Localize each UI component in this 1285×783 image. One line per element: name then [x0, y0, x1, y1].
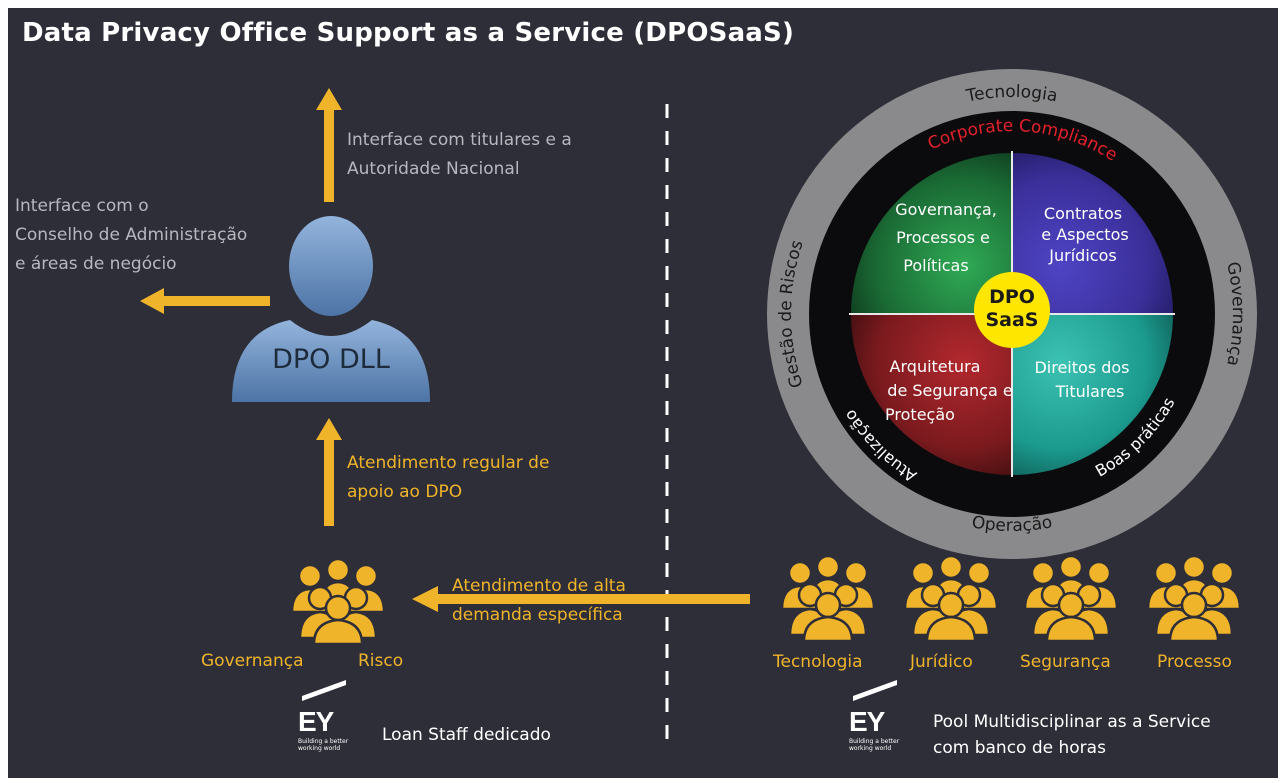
- ey-tagline-line-2: working world: [298, 745, 341, 752]
- loan-staff-caption: Loan Staff dedicado: [382, 725, 551, 745]
- team-label-governanca: Governança: [201, 651, 304, 671]
- quadrant-text: Governança, Processos e Políticas Contra…: [885, 200, 1129, 424]
- q-governanca-line-2: Processos e: [896, 228, 990, 247]
- ey-logo-tagline: Building a better working world: [298, 738, 368, 752]
- people-group-icon: [901, 553, 1001, 641]
- people-group-icon: [1021, 553, 1121, 641]
- q-governanca-line-1: Governança,: [895, 200, 997, 219]
- ring-label-operacao: Operação: [970, 512, 1053, 536]
- q-contratos-line-2: e Aspectos: [1041, 225, 1128, 244]
- team-label-tecnologia: Tecnologia: [773, 652, 863, 672]
- interface-conselho-text: Interface com o Conselho de Administraçã…: [15, 192, 247, 279]
- interface-conselho-line-1: Interface com o: [15, 196, 149, 216]
- diagram-canvas: Data Privacy Office Support as a Service…: [8, 8, 1278, 778]
- ey-logo-bar: [302, 679, 346, 701]
- dpo-dll-person: DPO DLL: [230, 216, 432, 402]
- arrow-left-icon: [412, 586, 750, 612]
- interface-titulares-text: Interface com titulares e a Autoridade N…: [347, 126, 572, 184]
- team-label-processo: Processo: [1157, 652, 1232, 672]
- center-label-saas: SaaS: [985, 309, 1038, 331]
- people-group-icon: [778, 553, 878, 641]
- dashed-divider: [665, 104, 669, 740]
- dposaas-wheel: Tecnologia Operação Gestão de Riscos Gov…: [767, 69, 1257, 559]
- ey-logo-bar: [853, 679, 897, 701]
- atendimento-regular-text: Atendimento regular de apoio ao DPO: [347, 449, 549, 507]
- arrow-up-icon: [316, 418, 342, 526]
- q-direitos-line-1: Direitos dos: [1034, 358, 1129, 377]
- alta-demanda-line-1: Atendimento de alta: [452, 576, 626, 596]
- pool-caption-line-2: com banco de horas: [933, 738, 1106, 758]
- ey-tagline-line-2: working world: [849, 745, 892, 752]
- quadrants: [849, 151, 1175, 477]
- person-icon: [232, 216, 430, 402]
- q-arquitetura-line-3: Proteção: [885, 405, 955, 424]
- people-group-icon: [1144, 553, 1244, 641]
- atendimento-regular-line-1: Atendimento regular de: [347, 453, 550, 473]
- ey-logo-mark: EY: [849, 706, 885, 737]
- pool-caption-line-1: Pool Multidisciplinar as a Service: [933, 712, 1211, 732]
- ey-logo: EY Building a better working world: [849, 679, 929, 762]
- dpo-dll-label: DPO DLL: [272, 344, 390, 375]
- center-label-dpo: DPO: [989, 286, 1035, 308]
- quadrant-direitos: [1012, 314, 1173, 475]
- ey-tagline-line-1: Building a better: [849, 738, 900, 745]
- arrow-left-icon: [140, 288, 270, 314]
- team-label-seguranca: Segurança: [1020, 652, 1111, 672]
- center-circle: [974, 272, 1050, 348]
- interface-titulares-line-1: Interface com titulares e a: [347, 130, 572, 150]
- arrow-up-icon: [316, 88, 342, 202]
- interface-titulares-line-2: Autoridade Nacional: [347, 159, 520, 179]
- q-arquitetura-line-2: de Segurança e: [887, 381, 1012, 400]
- ey-logo-tagline: Building a better working world: [849, 738, 919, 752]
- quadrant-contratos: [1012, 153, 1173, 314]
- q-arquitetura-line-1: Arquitetura: [890, 357, 981, 376]
- team-label-risco: Risco: [358, 651, 404, 671]
- q-contratos-line-3: Jurídicos: [1048, 246, 1116, 265]
- q-governanca-line-3: Políticas: [903, 256, 968, 275]
- people-group-icon: [288, 556, 388, 644]
- team-label-juridico: Jurídico: [910, 652, 973, 672]
- quadrant-arquitetura: [851, 314, 1012, 475]
- quadrant-governanca: [851, 153, 1012, 314]
- alta-demanda-line-2: demanda específica: [452, 605, 623, 625]
- alta-demanda-text: Atendimento de alta demanda específica: [452, 572, 626, 630]
- ey-logo-mark: EY: [298, 706, 334, 737]
- interface-conselho-line-2: Conselho de Administração: [15, 225, 248, 245]
- q-direitos-line-2: Titulares: [1055, 382, 1125, 401]
- q-contratos-line-1: Contratos: [1044, 204, 1122, 223]
- atendimento-regular-line-2: apoio ao DPO: [347, 482, 463, 502]
- interface-conselho-line-3: e áreas de negócio: [15, 254, 177, 274]
- ey-logo: EY Building a better working world: [298, 679, 378, 762]
- page-title: Data Privacy Office Support as a Service…: [22, 18, 795, 48]
- pool-caption: Pool Multidisciplinar as a Service com b…: [933, 709, 1211, 761]
- ey-tagline-line-1: Building a better: [298, 738, 349, 745]
